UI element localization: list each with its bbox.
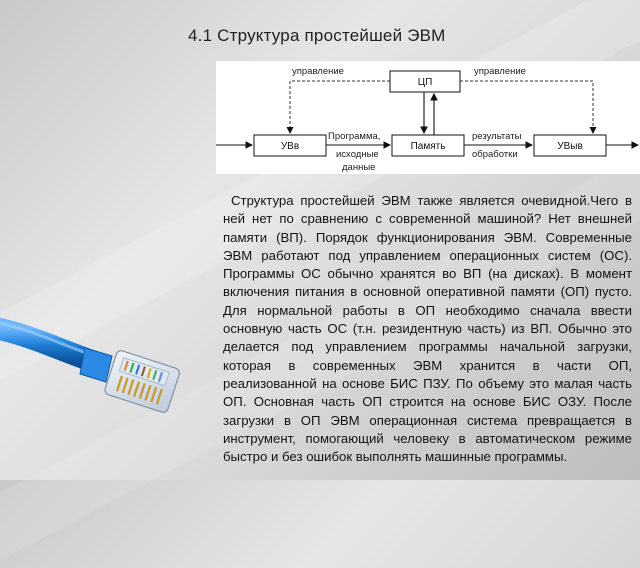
network-cable-image — [0, 317, 180, 413]
computer-structure-diagram: управление управление ЦП УВв Память УВыв… — [216, 61, 640, 174]
output-device-label: УВыв — [557, 141, 583, 152]
control-right-label: управление — [474, 66, 526, 77]
processing-label: обработки — [472, 149, 518, 160]
programs-label: Программа, — [328, 131, 380, 142]
cpu-box — [389, 70, 461, 93]
source-label: исходные — [336, 149, 379, 160]
data-label: данные — [342, 162, 375, 173]
memory-label: Память — [411, 141, 446, 152]
cpu-label: ЦП — [418, 77, 433, 88]
input-device-label: УВв — [281, 141, 299, 152]
results-label: результаты — [472, 131, 522, 142]
control-lines — [286, 80, 597, 134]
body-paragraph: Структура простейшей ЭВМ также является … — [223, 193, 632, 465]
data-arrows — [216, 92, 640, 149]
slide-title: 4.1 Структура простейшей ЭВМ — [188, 26, 446, 45]
control-left-label: управление — [292, 66, 344, 77]
